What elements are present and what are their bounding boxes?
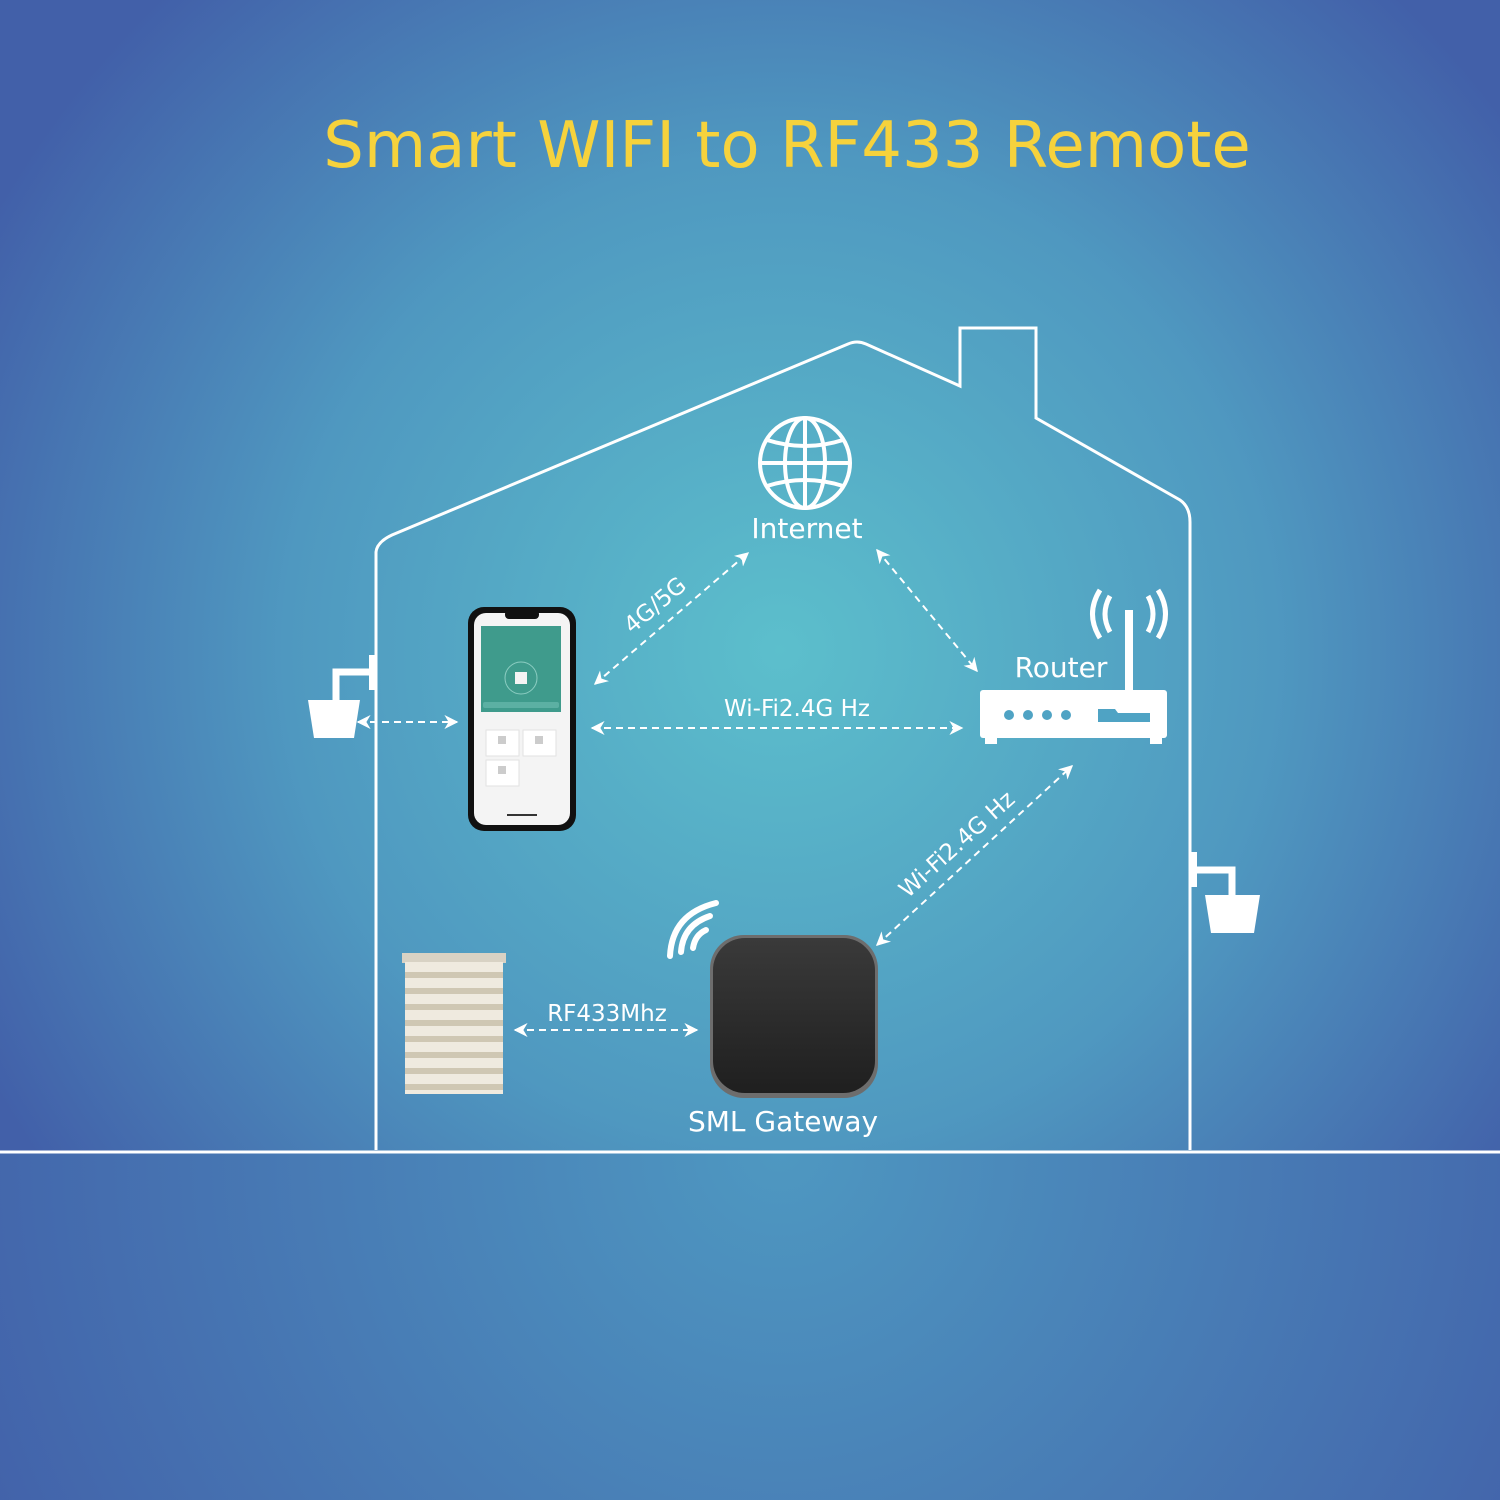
wifi-signal-icon xyxy=(667,900,719,959)
globe-icon xyxy=(758,416,852,510)
gateway-label: SML Gateway xyxy=(688,1105,878,1138)
blind-gateway-label: RF433Mhz xyxy=(547,1001,667,1027)
wall-lamp-icon xyxy=(1190,852,1260,933)
router-label: Router xyxy=(1015,651,1108,684)
smartphone-icon xyxy=(468,607,576,831)
internet-label: Internet xyxy=(751,512,862,545)
internet-router-link xyxy=(876,548,978,673)
ground-area xyxy=(0,1153,1500,1500)
phone-internet-link xyxy=(593,552,750,685)
roller-blind-icon xyxy=(402,953,506,1094)
router-icon xyxy=(980,588,1168,744)
gateway-router-link xyxy=(875,765,1074,946)
app-header xyxy=(481,626,561,712)
gateway-icon xyxy=(710,935,878,1098)
wall-lamp-icon xyxy=(308,655,376,738)
phone-router-label: Wi-Fi2.4G Hz xyxy=(724,696,870,722)
house-outline xyxy=(374,326,1192,1150)
page-title: Smart WIFI to RF433 Remote xyxy=(323,109,1250,183)
